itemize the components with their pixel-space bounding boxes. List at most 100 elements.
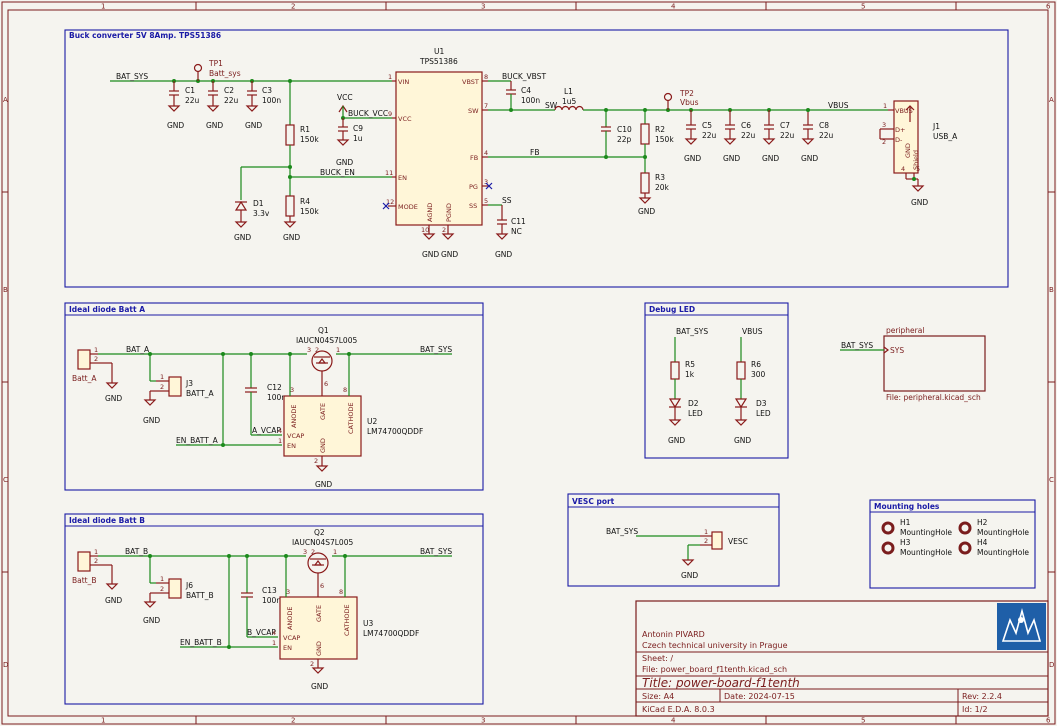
gnd-label: GND [638,207,655,216]
net-label-ss: SS [502,196,512,205]
author-text: Antonin PIVARD [642,630,705,639]
row-label: D [1049,661,1054,669]
net-label-vbus: VBUS [742,327,763,336]
title-text: Title: power-board-f1tenth [642,676,800,690]
net-label-bat-a: BAT_A [126,345,150,354]
u3-pin-anode: ANODE [286,606,294,630]
u1-pin-vcc: VCC [398,115,412,123]
batt-a-label: Batt_A [72,374,97,383]
c2-value: 22u [224,96,239,105]
gnd-label: GND [734,436,751,445]
c1-value: 22u [185,96,200,105]
pin-num: 3 [307,346,311,354]
c5-ref: C5 [702,121,712,130]
c3-ref: C3 [262,86,272,95]
j1-pin-num: 3 [882,121,886,129]
pin-num: 1 [272,639,276,647]
net-label-bat-sys: BAT_SYS [676,327,708,336]
col-label: 1 [101,717,105,725]
resistor-r5 [670,361,680,380]
j1-pin-num: 5 [916,165,920,173]
net-label-buck-en: BUCK_EN [320,168,355,177]
j1-ref: J1 [932,122,940,131]
net-label-bat-sys: BAT_SYS [116,72,148,81]
ic-u3-lm74700 [279,596,358,660]
inductor-l1 [554,105,584,111]
u1-pin-num: 12 [386,198,394,206]
resistor-r3 [640,172,650,194]
col-label: 5 [861,717,865,725]
u1-pin-pgnd: PGND [445,203,453,222]
u1-pin-mode: MODE [398,203,418,211]
pin-num: 6 [324,380,328,388]
led-d3 [734,398,748,426]
gnd-label: GND [911,198,928,207]
u1-pin-num: 2 [442,226,446,234]
u2-pin-cathode: CATHODE [347,402,355,434]
pin-num: 1 [333,548,337,556]
gnd-label: GND [143,616,160,625]
net-label-b-vcap: B_VCAP [247,628,276,637]
pin-num: 1 [160,373,164,381]
vesc-label: VESC [728,537,748,546]
pin-num: 2 [314,457,318,465]
d2-ref: D2 [688,399,699,408]
title-block: Antonin PIVARD Czech technical universit… [635,600,1049,717]
u3-pin-vcap: VCAP [283,634,300,642]
h2-value: MountingHole [977,528,1029,537]
vcc-power-label: VCC [337,93,353,102]
connector-j3 [168,376,182,397]
pin-num: 2 [311,548,315,556]
pin-num: 1 [336,346,340,354]
u2-pin-gnd: GND [319,438,327,453]
c7-value: 22u [780,131,795,140]
mounting-holes-title: Mounting holes [874,502,940,511]
resistor-r2 [640,123,650,145]
gnd-label: GND [206,121,223,130]
c9-value: 1u [353,134,363,143]
c6-ref: C6 [741,121,751,130]
ic-u1-tps51386 [395,71,483,226]
net-label-bat-sys: BAT_SYS [606,527,638,536]
h3-value: MountingHole [900,548,952,557]
d3-ref: D3 [756,399,767,408]
pin-num: 2 [160,585,164,593]
connector-j6 [168,578,182,599]
net-label-sw: SW [545,101,558,110]
gnd-label: GND [762,154,779,163]
r5-ref: R5 [685,360,695,369]
net-label-bat-sys: BAT_SYS [841,341,873,350]
r2-value: 150k [655,135,674,144]
h4-ref: H4 [977,538,988,547]
net-label-buck-vcc: BUCK_VCC [348,109,388,118]
r1-ref: R1 [300,125,310,134]
gnd-label: GND [684,154,701,163]
ideal-diode-b-title: Ideal diode Batt B [69,516,145,525]
u2-pin-anode: ANODE [290,404,298,428]
u2-ref: U2 [367,417,377,426]
ic-u2-lm74700 [283,395,362,457]
mounting-hole-icon [881,521,895,535]
batt-b-label: Batt_B [72,576,97,585]
buck-converter-section: BAT_SYS TP1 Batt_sys C1 22u C2 22u C3 10… [110,47,958,259]
col-label: 2 [291,717,295,725]
col-label: 3 [481,717,485,725]
d3-value: LED [756,409,771,418]
c3-value: 100n [262,96,281,105]
net-label-bat-sys: BAT_SYS [420,547,452,556]
ideal-diode-a-title: Ideal diode Batt A [69,305,145,314]
u1-pin-num: 8 [484,73,488,81]
gnd-label: GND [336,158,353,167]
revision-text: Rev: 2.2.4 [962,692,1002,701]
peripheral-sheet[interactable]: peripheral File: peripheral.kicad_sch BA… [840,326,986,402]
net-label-a-vcap: A_VCAP [252,426,281,435]
led-d2 [668,398,682,426]
battery-connector-batt-b [77,551,91,572]
u3-pin-gate: GATE [315,605,323,622]
u1-pin-num: 4 [484,149,488,157]
test-point-tp1 [193,63,203,73]
col-label: 6 [1046,717,1051,725]
c5-value: 22u [702,131,717,140]
pin-num: 2 [160,383,164,391]
